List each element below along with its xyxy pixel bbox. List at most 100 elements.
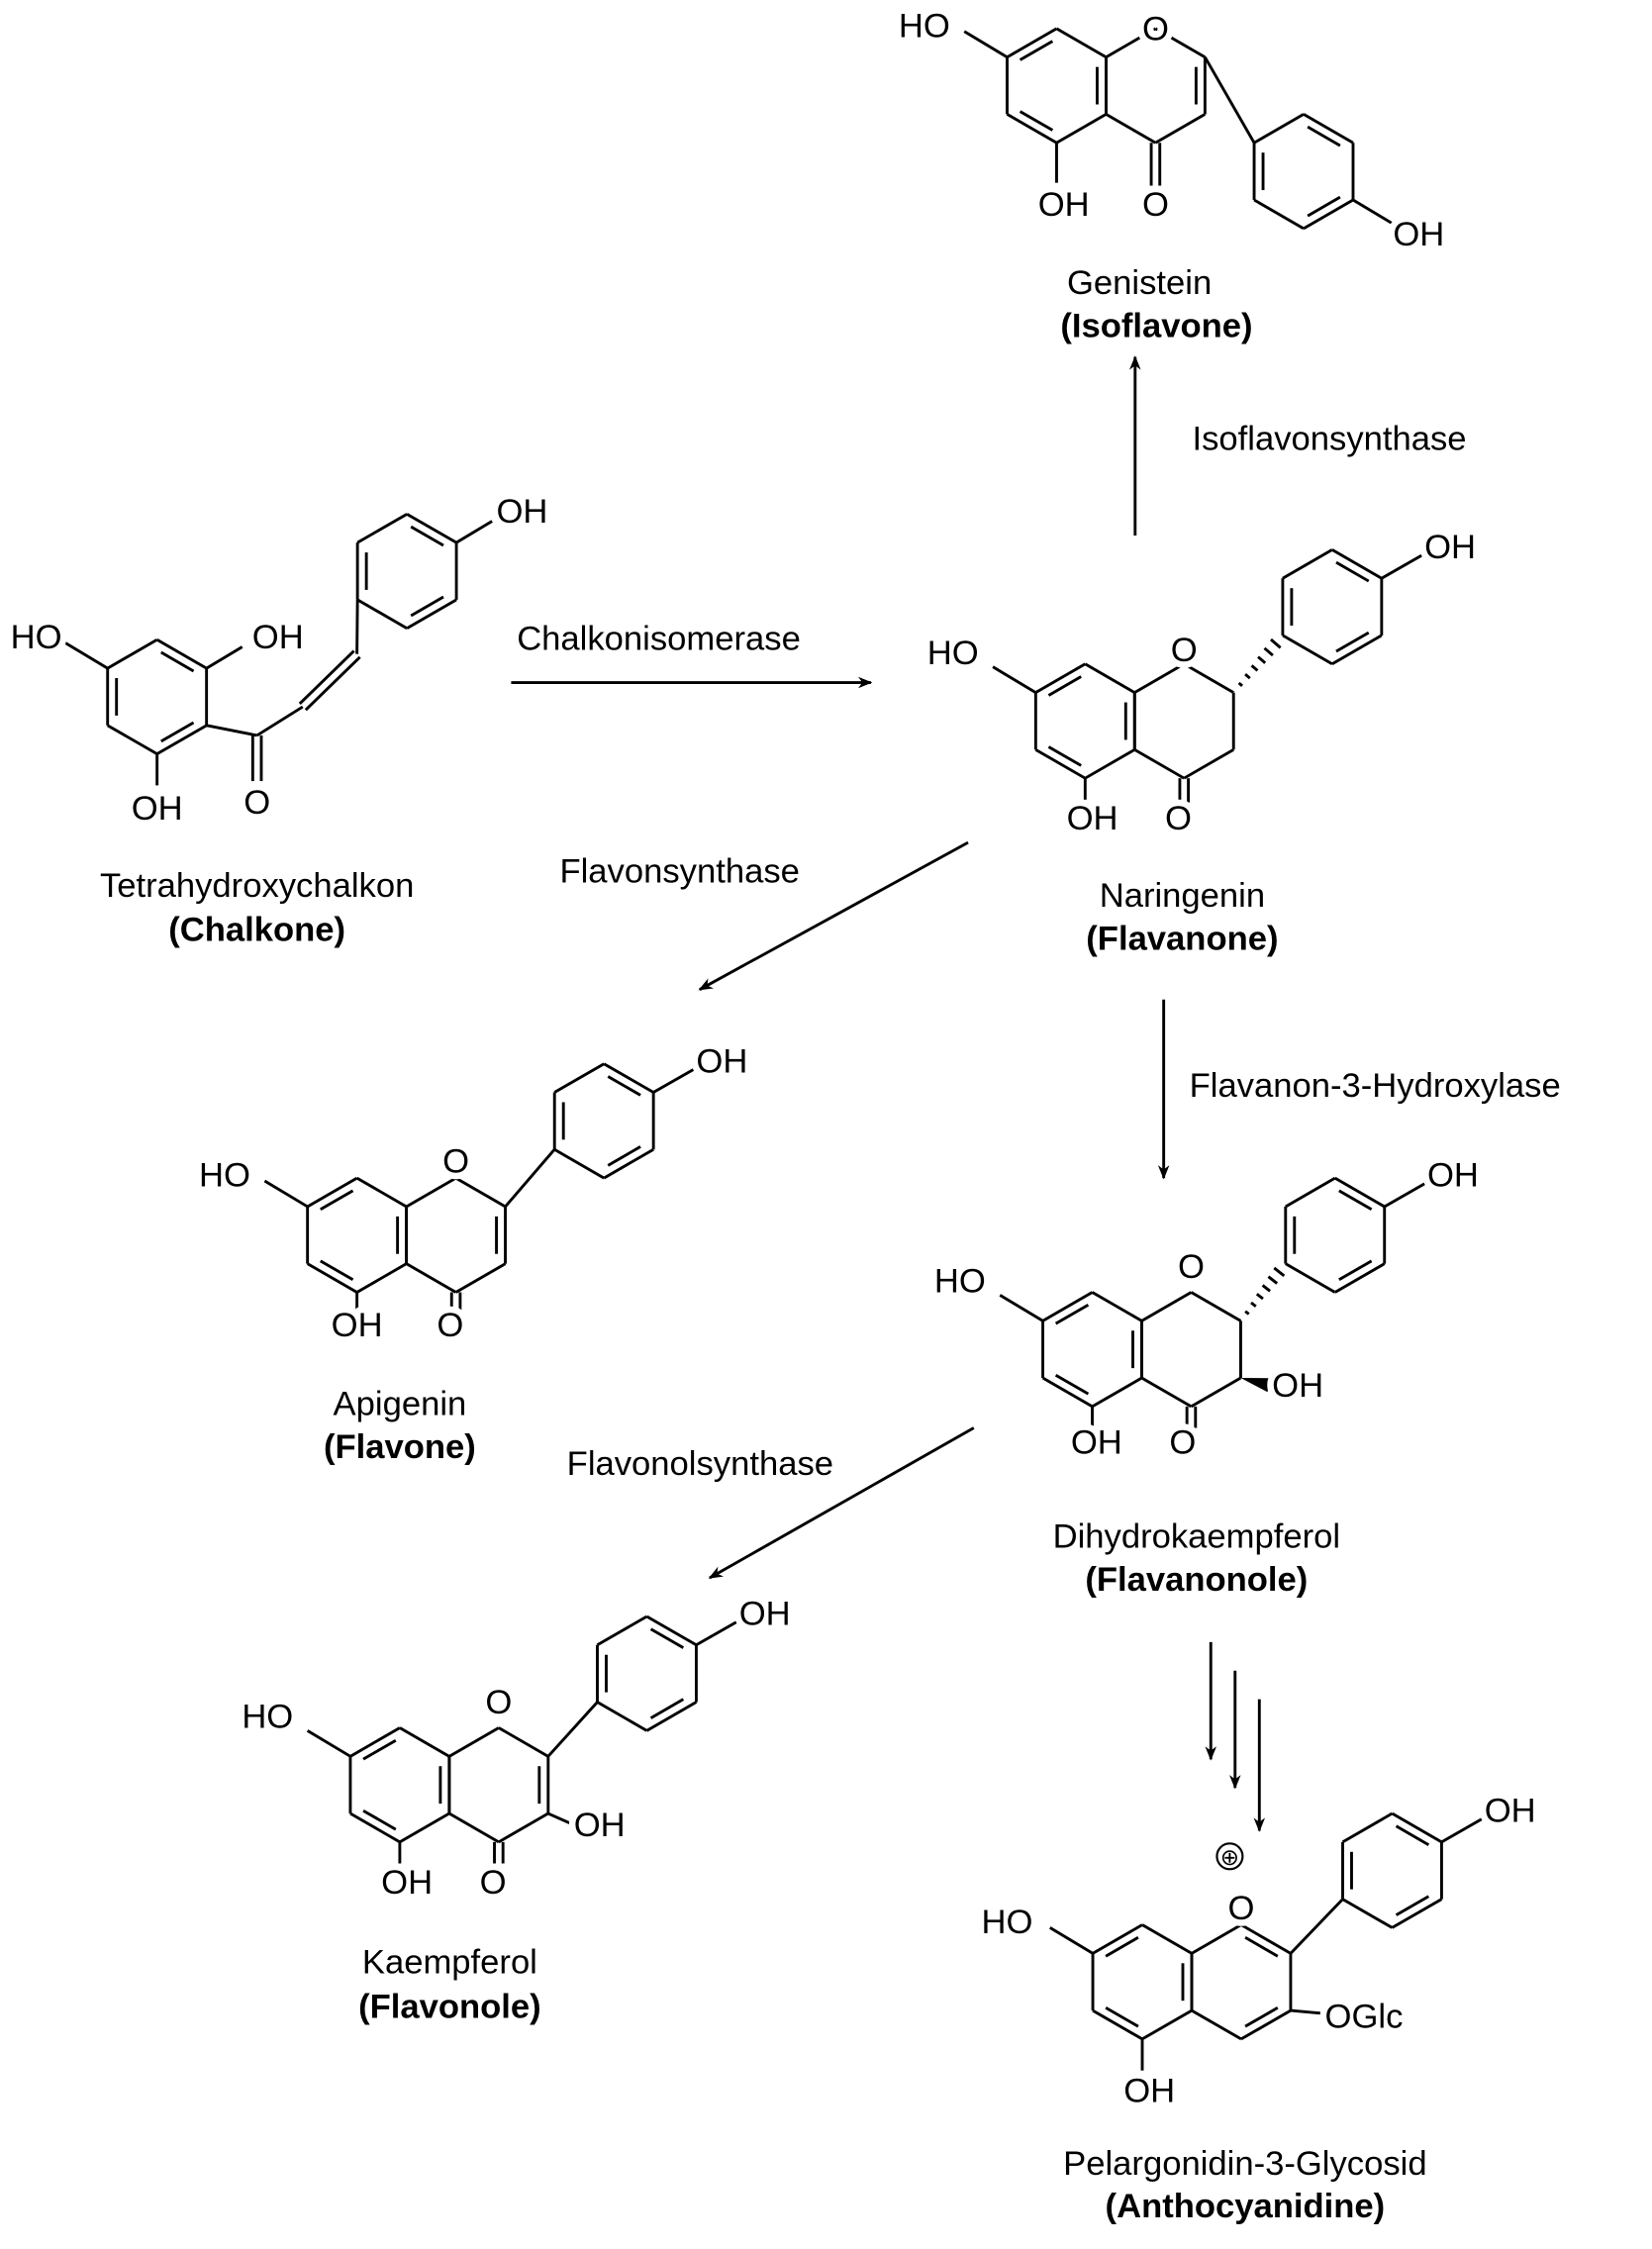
pelargonidin-phenyl-bond <box>1391 1811 1443 1844</box>
dihydrokaempferol-phenyl-bond <box>1334 1176 1386 1209</box>
bond <box>999 1294 1044 1322</box>
pelargonidin-ring-a-bond <box>1141 1923 1193 1955</box>
stereo-hash-bond <box>1263 646 1274 657</box>
naringenin-phenyl-double-bond <box>1335 560 1370 583</box>
naringenin-phenyl-bond <box>1282 548 1333 580</box>
kaempferol-ring-c-bond <box>498 1726 549 1758</box>
genistein-phenyl-bond <box>1303 113 1354 145</box>
apigenin-ring-c-bond <box>405 1176 457 1209</box>
naringenin-ring-c-bond <box>1133 662 1185 694</box>
kaempferol-atom-label: HO <box>242 1698 293 1735</box>
apigenin-phenyl-bond <box>603 1147 654 1180</box>
kaempferol-ring-a-double-bond <box>362 1738 397 1761</box>
naringenin-atom-label: O <box>1171 632 1198 669</box>
genistein-ring-c-bond <box>1105 113 1157 145</box>
bond <box>1440 1817 1483 1844</box>
enzyme-flavonsynthase: Flavonsynthase <box>559 852 799 890</box>
naringenin-phenyl-double-bond <box>1335 631 1370 653</box>
labels: Genistein (Isoflavone) Tetrahydroxychalk… <box>100 264 1561 2225</box>
pelargonidin-name: Pelargonidin-3-Glycosid <box>1063 2145 1426 2183</box>
kaempferol-atom-label: OH <box>574 1807 626 1844</box>
dihydrokaempferol-class: (Flavanonole) <box>1085 1561 1308 1599</box>
apigenin-atom-label: HO <box>199 1157 250 1195</box>
chalcone-ring-a-bond <box>155 638 208 670</box>
stereo-hash-bond <box>1250 1301 1257 1308</box>
pelargonidin-atom-label: OH <box>1485 1793 1536 1830</box>
dihydrokaempferol-atom-label: OH <box>1427 1157 1479 1195</box>
genistein-ring-a-bond <box>1055 113 1108 145</box>
apigenin-ring-a-bond <box>306 1262 358 1294</box>
naringenin-ring-a-bond <box>1084 748 1136 780</box>
pelargonidin-class: (Anthocyanidine) <box>1106 2188 1386 2225</box>
chalcone-phenyl-bond <box>406 598 457 630</box>
bond <box>1289 1898 1344 1955</box>
kaempferol-class: (Flavonole) <box>358 1988 541 2025</box>
naringenin-ring-c-bond <box>1183 662 1234 694</box>
dihydrokaempferol-atom-label: O <box>1178 1248 1205 1286</box>
pelargonidin-ring-a-double-bond <box>1105 2006 1139 2028</box>
stereo-hash-bond <box>1267 1275 1279 1285</box>
stereo-hash-bond <box>1273 1266 1286 1277</box>
dihydrokaempferol-phenyl-bond <box>1285 1262 1336 1294</box>
kaempferol-phenyl-bond <box>645 1614 698 1647</box>
chalcone-phenyl-double-bond <box>410 525 444 547</box>
kaempferol-phenyl-double-bond <box>649 1698 685 1719</box>
naringenin-phenyl-bond <box>1331 548 1383 580</box>
bond <box>1352 198 1398 228</box>
bond <box>1384 1182 1425 1209</box>
dihydrokaempferol-ring-a-bond <box>1041 1291 1094 1322</box>
genistein-class: (Isoflavone) <box>1060 307 1252 344</box>
chalcone-atom-label: OH <box>252 619 304 656</box>
genistein-atom-label: HO <box>899 8 950 46</box>
stereo-wedge-bond <box>1240 1378 1272 1393</box>
naringenin-phenyl-bond <box>1331 634 1383 666</box>
pelargonidin-ring-c-bond <box>1240 1923 1292 1955</box>
bond <box>455 520 493 544</box>
naringenin-name: Naringenin <box>1100 877 1265 915</box>
dihydrokaempferol-phenyl-bond <box>1285 1176 1336 1209</box>
enzyme-isoflavonsynthase: Isoflavonsynthase <box>1193 420 1467 457</box>
pelargonidin-ring-c-bond <box>1240 2008 1292 2041</box>
pelargonidin-phenyl-bond <box>1341 1811 1394 1844</box>
stereo-hash-bond <box>1261 1284 1271 1293</box>
chalcone-phenyl-bond <box>356 598 408 630</box>
apigenin-ring-a-bond <box>306 1176 358 1209</box>
chalcone-atom-label: OH <box>496 493 547 531</box>
naringenin-ring-c-bond <box>1133 748 1185 780</box>
reaction-arrows <box>511 355 1266 1832</box>
dihydrokaempferol-phenyl-double-bond <box>1338 1189 1373 1212</box>
naringenin-ring-a-bond <box>1034 748 1087 780</box>
chalcone-class: (Chalkone) <box>168 912 345 949</box>
pelargonidin-ring-c-bond <box>1191 2008 1242 2041</box>
dihydrokaempferol-name: Dihydrokaempferol <box>1053 1518 1340 1556</box>
pelargonidin-ring-c-double-bond <box>1244 1936 1279 1958</box>
pelargonidin-ring-a-bond <box>1092 1923 1143 1955</box>
bond <box>992 665 1037 694</box>
dihydrokaempferol-phenyl-double-bond <box>1338 1259 1373 1281</box>
kaempferol-ring-a-double-bond <box>362 1809 397 1831</box>
pelargonidin-ring-a-double-bond <box>1105 1936 1139 1958</box>
dihydrokaempferol-atom-label: O <box>1169 1424 1196 1462</box>
stereo-hash-bond <box>1257 655 1267 664</box>
kaempferol-name: Kaempferol <box>362 1944 537 1982</box>
pelargonidin-phenyl-bond <box>1391 1898 1443 1929</box>
genistein-atom-label: O <box>1142 186 1169 224</box>
stereo-hash-bond <box>1255 1293 1264 1301</box>
kaempferol-ring-a-bond <box>349 1726 401 1758</box>
stereo-hash-bond <box>1270 637 1282 649</box>
dihydrokaempferol-atom-label: HO <box>934 1262 986 1300</box>
naringenin-atom-label: HO <box>927 635 979 672</box>
bond <box>652 1068 695 1094</box>
pelargonidin-phenyl-double-bond <box>1395 1824 1430 1846</box>
bond <box>1049 1926 1094 1955</box>
naringenin-ring-a-double-bond <box>1047 745 1082 767</box>
pelargonidin-phenyl-bond <box>1341 1898 1394 1929</box>
apigenin-ring-c-bond <box>454 1176 507 1209</box>
pelargonidin-phenyl-double-bond <box>1395 1895 1430 1916</box>
pelargonidin-atom-label: OH <box>1123 2072 1175 2109</box>
bonds <box>63 27 1483 2071</box>
pelargonidin-atom-label: HO <box>982 1904 1033 1941</box>
chalcone-atom-label: O <box>243 784 270 822</box>
apigenin-phenyl-double-bond <box>607 1075 641 1097</box>
